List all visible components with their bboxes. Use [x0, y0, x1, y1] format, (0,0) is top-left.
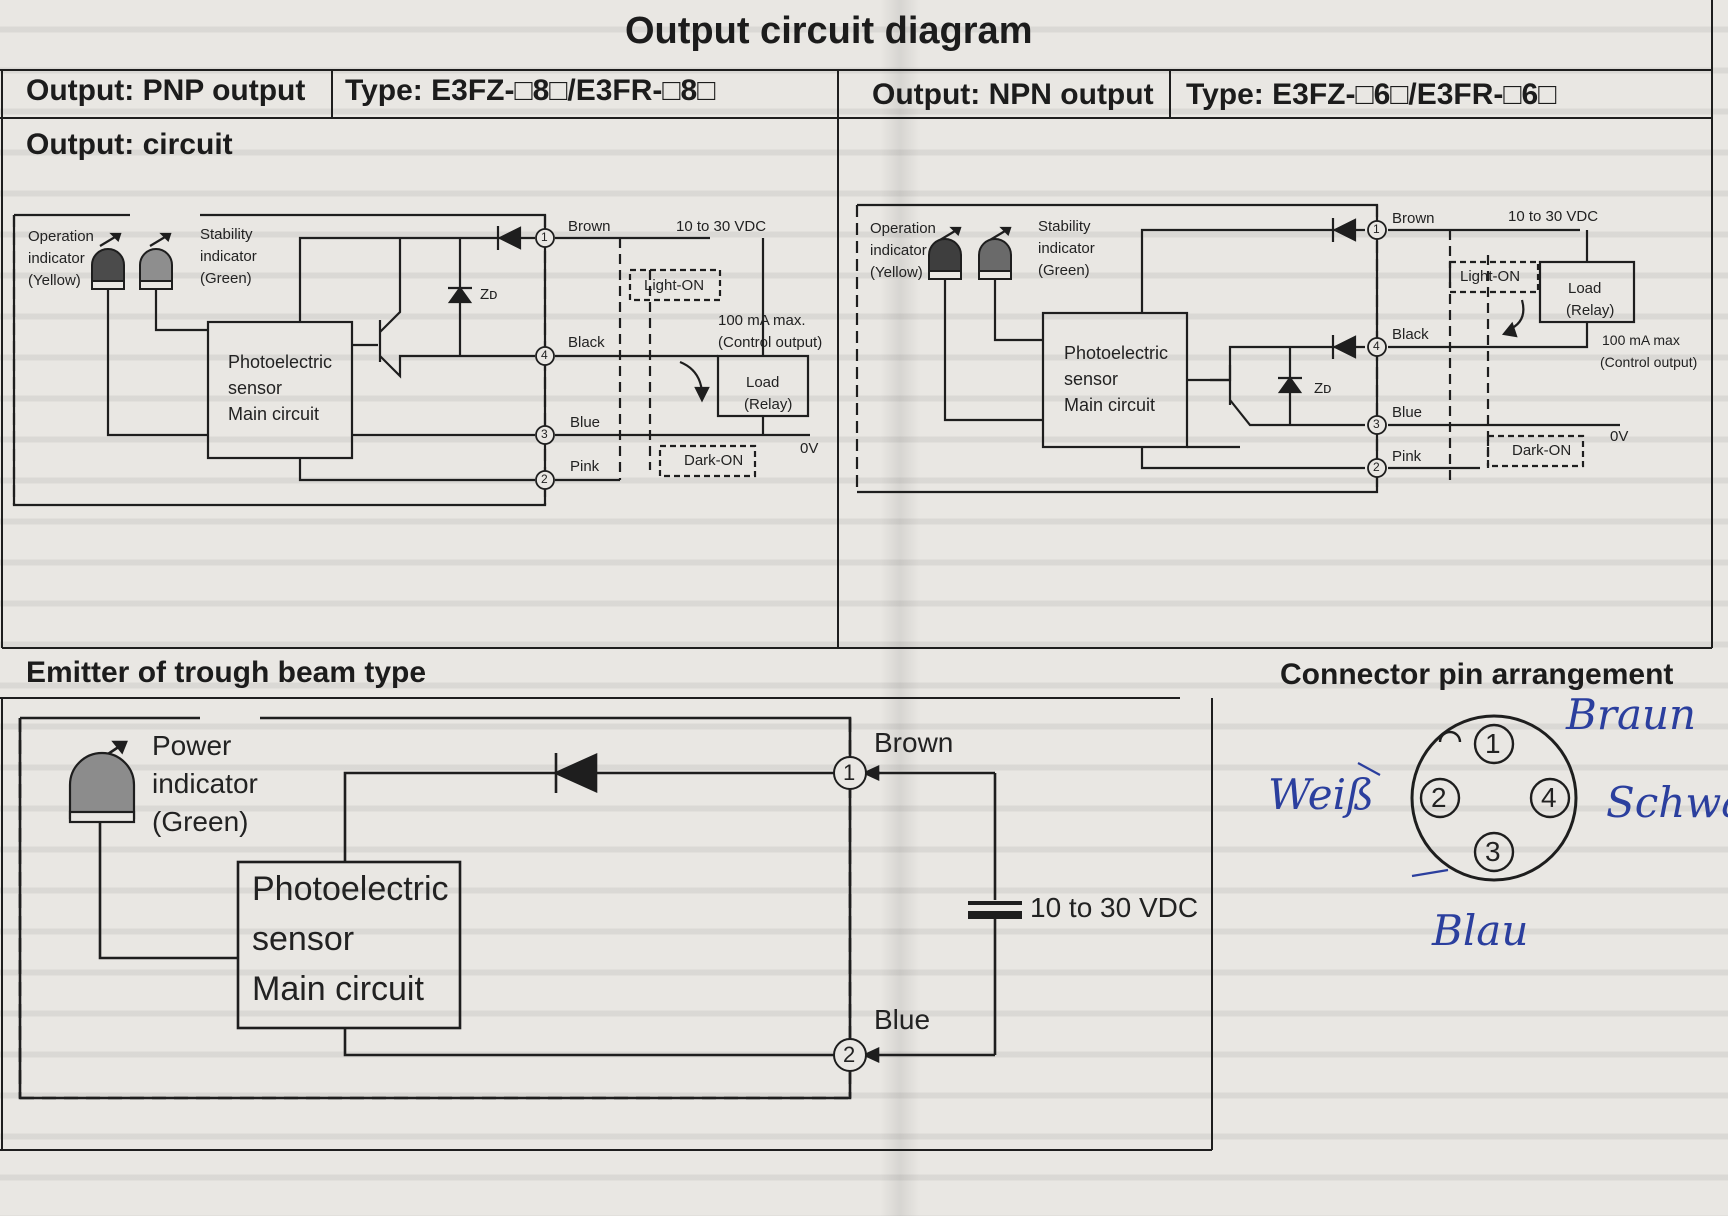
npn-zener-label: Zᴅ: [1314, 380, 1332, 397]
emitter-pin-2: 2: [843, 1042, 856, 1067]
npn-pin-1: 1: [1373, 222, 1380, 236]
pnp-circuit-lines: [12, 213, 810, 507]
npn-wire-blue: Blue: [1392, 404, 1423, 421]
emitter-indicator: [68, 751, 136, 824]
npn-stab-indicator-label-2: indicator: [1038, 240, 1095, 257]
pnp-op-indicator-label-2: indicator: [28, 250, 85, 267]
npn-light-on-label: Light-ON: [1460, 268, 1521, 285]
npn-circuit-lines: [855, 203, 1636, 494]
npn-wire-brown: Brown: [1392, 210, 1435, 227]
connector-drawing: [1410, 714, 1578, 882]
page-title: Output circuit diagram: [625, 10, 1033, 52]
npn-load-label-2: (Relay): [1566, 302, 1615, 319]
npn-main-circuit-label-2: sensor: [1064, 369, 1119, 389]
npn-dark-on-label: Dark-ON: [1512, 442, 1572, 459]
pnp-main-circuit-label-3: Main circuit: [228, 404, 320, 424]
pnp-wire-pink: Pink: [570, 458, 600, 475]
npn-wire-black: Black: [1392, 326, 1429, 343]
npn-type-label: Type: E3FZ-□6□/E3FR-□6□: [1186, 78, 1557, 111]
handwritten-weiss: Weiß: [1268, 770, 1375, 819]
npn-max-current-1: 100 mA max: [1602, 332, 1680, 348]
npn-main-circuit-label-1: Photoelectric: [1064, 343, 1169, 363]
npn-pins: [1367, 220, 1387, 478]
emitter-power-indicator-2: indicator: [152, 768, 258, 799]
handwriting-marks: [1357, 762, 1449, 878]
npn-main-circuit-label-3: Main circuit: [1064, 395, 1156, 415]
pnp-zero-v: 0V: [800, 440, 819, 457]
pnp-load-label-2: (Relay): [744, 396, 793, 413]
pnp-load-label-1: Load: [746, 374, 780, 391]
emitter-pin-1: 1: [843, 760, 856, 785]
emitter-main-circuit-2: sensor: [252, 920, 355, 958]
npn-max-current-2: (Control output): [1600, 354, 1698, 370]
pnp-stab-indicator-label-1: Stability: [200, 226, 253, 243]
npn-output-label: Output: NPN output: [872, 78, 1154, 111]
emitter-brown: Brown: [874, 727, 954, 758]
pnp-circuit-heading: Output: circuit: [26, 128, 233, 161]
handwritten-schwarz: Schwa: [1606, 778, 1728, 827]
pnp-wire-blue: Blue: [570, 414, 601, 431]
emitter-main-circuit-3: Main circuit: [252, 970, 424, 1008]
pnp-dark-on-label: Dark-ON: [684, 452, 744, 469]
handwritten-blau: Blau: [1432, 906, 1529, 955]
npn-op-indicator-label-1: Operation: [870, 220, 936, 237]
connector-pin-1: 1: [1485, 728, 1501, 759]
pnp-indicators: [91, 248, 173, 290]
pnp-main-circuit-label-2: sensor: [228, 378, 283, 398]
npn-op-indicator-label-3: (Yellow): [870, 264, 923, 281]
emitter-pins: [833, 756, 867, 1072]
pnp-stab-indicator-label-3: (Green): [200, 270, 252, 287]
pnp-max-current-2: (Control output): [718, 334, 823, 351]
npn-op-indicator-label-2: indicator: [870, 242, 927, 259]
pnp-pins: [535, 228, 555, 490]
pnp-op-indicator-label-1: Operation: [28, 228, 94, 245]
pnp-pin-4: 4: [541, 348, 548, 362]
pnp-output-label: Output: PNP output: [26, 74, 306, 107]
pnp-supply-label: 10 to 30 VDC: [676, 218, 767, 235]
emitter-circuit-lines: [18, 715, 1022, 1100]
emitter-blue: Blue: [874, 1004, 931, 1035]
npn-pin-2: 2: [1373, 460, 1380, 474]
npn-supply-label: 10 to 30 VDC: [1508, 208, 1599, 225]
pnp-max-current-1: 100 mA max.: [718, 312, 806, 329]
pnp-zener-label: Zᴅ: [480, 286, 498, 303]
emitter-power-indicator-3: (Green): [152, 806, 249, 837]
pnp-wire-black: Black: [568, 334, 605, 351]
npn-load-label-1: Load: [1568, 280, 1602, 297]
npn-zero-v: 0V: [1610, 428, 1629, 445]
handwritten-braun: Braun: [1566, 690, 1697, 739]
emitter-heading: Emitter of trough beam type: [26, 656, 427, 689]
npn-pin-4: 4: [1373, 339, 1380, 353]
pnp-pin-2: 2: [541, 472, 548, 486]
npn-stab-indicator-label-3: (Green): [1038, 262, 1090, 279]
pnp-type-label: Type: E3FZ-□8□/E3FR-□8□: [345, 74, 716, 107]
npn-indicators: [928, 238, 1012, 280]
connector-pin-2: 2: [1431, 782, 1447, 813]
emitter-main-circuit-1: Photoelectric: [252, 870, 449, 908]
pnp-pin-1: 1: [541, 230, 548, 244]
pnp-stab-indicator-label-2: indicator: [200, 248, 257, 265]
emitter-supply: 10 to 30 VDC: [1030, 892, 1199, 923]
table-frame: [0, 0, 1713, 1151]
npn-pin-3: 3: [1373, 417, 1380, 431]
emitter-power-indicator-1: Power: [152, 730, 232, 761]
pnp-pin-3: 3: [541, 427, 548, 441]
pnp-light-on-label: Light-ON: [644, 277, 705, 294]
pnp-main-circuit-label-1: Photoelectric: [228, 352, 333, 372]
npn-wire-pink: Pink: [1392, 448, 1422, 465]
connector-pin-4: 4: [1541, 782, 1557, 813]
pnp-op-indicator-label-3: (Yellow): [28, 272, 81, 289]
pnp-wire-brown: Brown: [568, 218, 611, 235]
connector-pin-3: 3: [1485, 836, 1501, 867]
npn-stab-indicator-label-1: Stability: [1038, 218, 1091, 235]
connector-heading: Connector pin arrangement: [1280, 658, 1674, 691]
